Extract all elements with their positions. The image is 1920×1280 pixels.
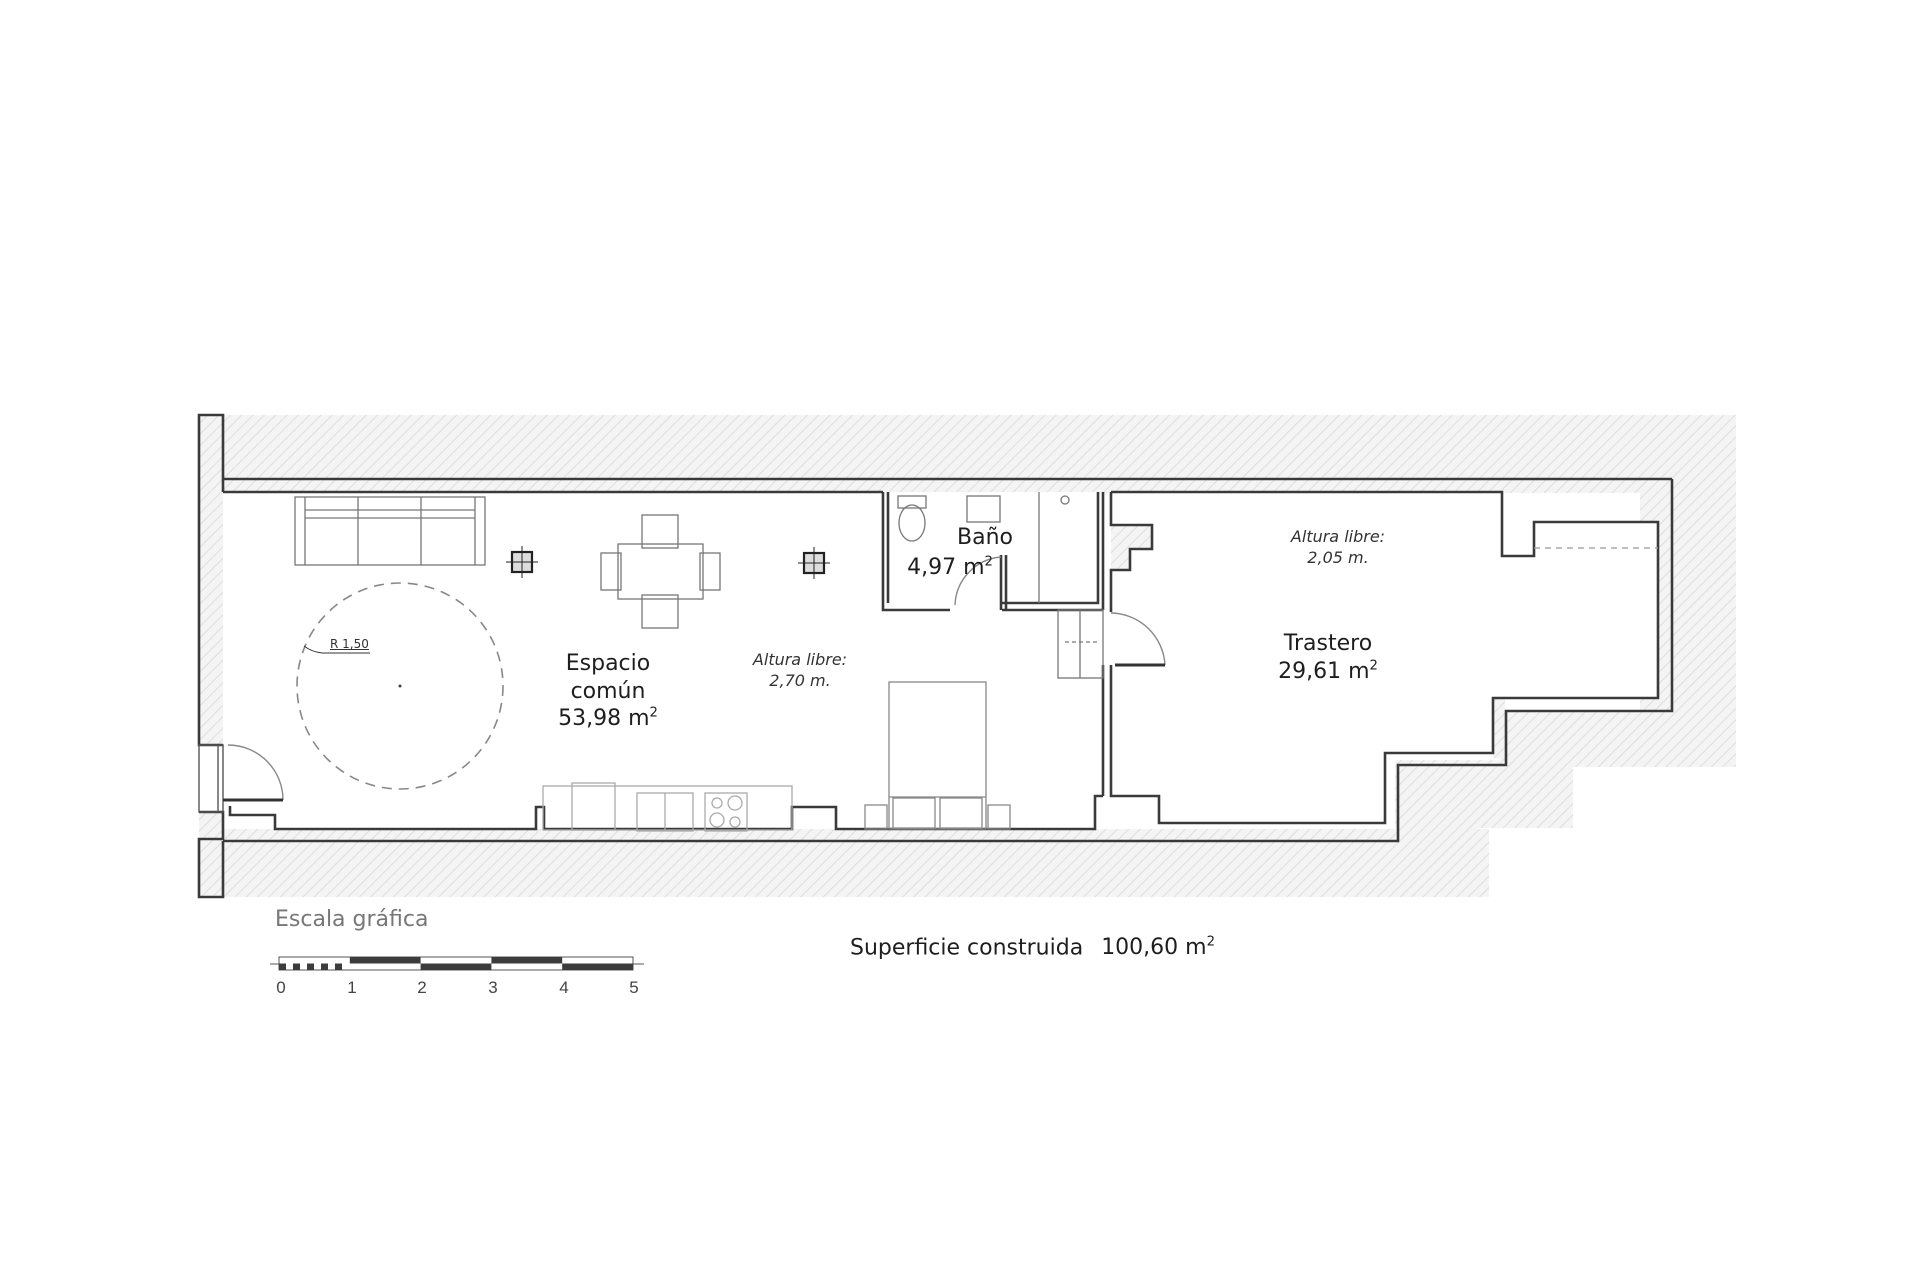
room-area-bano: 4,97 m2 [907,554,993,580]
scale-tick-2: 2 [417,978,427,997]
scale-tick-4: 4 [559,978,569,997]
scale-tick-0: 0 [276,978,286,997]
scale-title: Escala gráfica [275,907,429,932]
built-area-value: 100,60 m2 [1101,935,1215,961]
furniture [294,492,1658,832]
room-name-line1: Espacio [565,651,651,676]
openings [198,556,1166,813]
scale-tick-5: 5 [629,978,639,997]
ceiling-height-note-trastero: Altura libre: 2,05 m. [1268,527,1408,569]
room-label-bano: Baño [955,524,1015,552]
room-area: 29,61 m2 [1278,658,1378,684]
scale-tick-1: 1 [347,978,357,997]
bed [864,681,1011,830]
bath-door-swing [954,556,1002,606]
note-line1: Altura libre: [1290,527,1386,546]
entrance-door-swing [227,744,284,801]
note-line2: 2,70 m. [769,670,831,690]
stairs [1057,609,1104,679]
room-area: 53,98 m2 [558,705,658,731]
structural-columns [506,546,830,579]
hatched-surroundings [199,415,1736,897]
room-name: Trastero [1283,631,1373,656]
trastero-door-swing [1110,612,1166,666]
ceiling-height-note-main: Altura libre: 2,70 m. [730,650,870,692]
trastero-floor [1111,492,1658,823]
bath-fixtures [897,492,1070,603]
room-label-espacio-comun: Espacio común 53,98 m2 [548,650,668,733]
room-name-line2: común [570,678,646,704]
dining-table [600,514,721,629]
room-label-trastero: Trastero 29,61 m2 [1268,630,1388,685]
built-area-total: Superficie construida 100,60 m2 [850,935,1215,960]
scale-tick-3: 3 [488,978,498,997]
scale-bar [270,956,644,971]
room-name: Baño [957,525,1013,550]
turning-radius-label: R 1,50 [330,637,369,651]
kitchen-counter [542,782,793,832]
note-line2: 2,05 m. [1307,547,1369,567]
note-line1: Altura libre: [752,650,848,669]
turning-circle [296,582,504,790]
facade-window [198,744,224,813]
sofa [294,496,486,566]
built-area-label: Superficie construida [850,935,1084,961]
